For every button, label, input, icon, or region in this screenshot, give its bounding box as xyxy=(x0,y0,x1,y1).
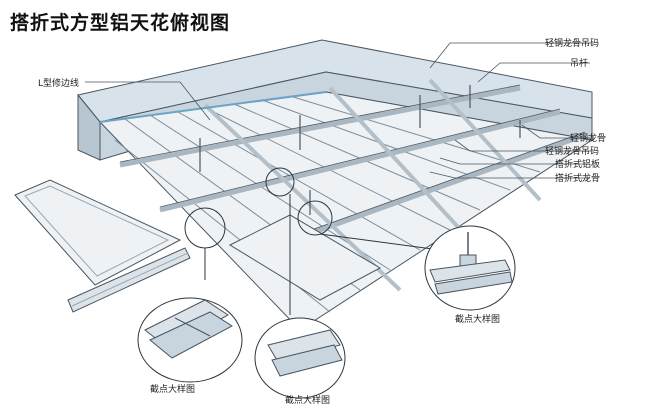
detail-2-caption: 截点大样图 xyxy=(285,394,330,406)
label-light-keel: 轻钢龙骨 xyxy=(570,132,606,144)
detail-1-caption: 截点大样图 xyxy=(150,383,195,395)
label-light-hanger-2: 轻钢龙骨吊码 xyxy=(545,145,599,157)
detail-3 xyxy=(424,225,516,311)
label-clip-panel: 搭折式铝板 xyxy=(555,158,600,170)
label-l-edge-trim: L型修边线 xyxy=(38,77,79,89)
detail-2 xyxy=(254,317,346,399)
label-clip-keel: 搭折式龙骨 xyxy=(555,172,600,184)
detail-3-caption: 截点大样图 xyxy=(455,313,500,325)
label-rod: 吊杆 xyxy=(570,57,588,69)
label-light-hanger: 轻钢龙骨吊码 xyxy=(545,37,599,49)
detail-markers xyxy=(184,167,441,315)
diagram-title: 搭折式方型铝天花俯视图 xyxy=(10,12,231,34)
detail-1 xyxy=(137,297,243,383)
loose-panels xyxy=(14,179,382,313)
leader-lines xyxy=(85,42,590,179)
